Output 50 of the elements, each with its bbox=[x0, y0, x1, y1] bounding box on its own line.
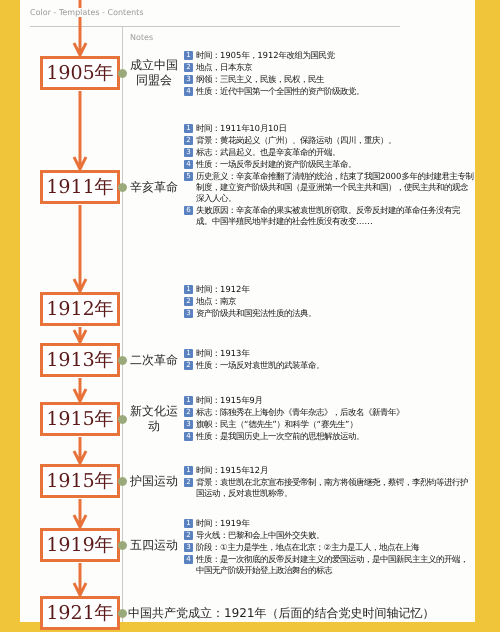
year-box: 1913年 bbox=[40, 343, 120, 377]
arrow bbox=[72, 205, 88, 292]
event-name: 中国共产党成立：1921年（后面的结合党史时间轴记忆） bbox=[128, 606, 436, 620]
note-text: 标志：武昌起义。也是辛亥革命的开端。 bbox=[196, 147, 341, 158]
arrow bbox=[72, 499, 88, 528]
year-box: 1905年 bbox=[40, 56, 120, 90]
year-box: 1921年 bbox=[40, 596, 120, 630]
year-box: 1911年 bbox=[40, 170, 120, 204]
note-text: 地点：南京 bbox=[196, 296, 237, 307]
arrow bbox=[72, 437, 88, 464]
note-text: 时间：1919年 bbox=[196, 518, 251, 529]
event-name: 护国运动 bbox=[129, 474, 179, 488]
note-text: 时间：1912年 bbox=[196, 284, 251, 295]
note-text: 时间：1915年9月 bbox=[196, 395, 264, 406]
column-header: Notes bbox=[128, 33, 156, 42]
arrow bbox=[72, 327, 88, 344]
note-text: 背景：袁世凯在北京宣布接受帝制，南方将领唐继尧，蔡锷，李烈钧等进行护国运动，反对袁世凯称帝。 bbox=[196, 477, 469, 499]
event-name: 五四运动 bbox=[129, 538, 179, 552]
note-text: 历史意义：辛亥革命推翻了清朝的统治，结束了我国2000多年的封建君主专制制度，建立资产阶级共和国（是亚洲第一个民主共和国），使民主共和的观念深入人心。 bbox=[196, 171, 474, 204]
note-text: 标志：陈独秀在上海创办《青年杂志》，后改名《新青年》 bbox=[196, 407, 405, 418]
note-text: 资产阶级共和国宪法性质的法典。 bbox=[196, 308, 317, 319]
note-text: 性质：一场反帝反封建的资产阶级民主革命。 bbox=[196, 159, 357, 170]
note-text: 时间：1915年12月 bbox=[196, 465, 269, 476]
event-name: 成立中国同盟会 bbox=[129, 58, 179, 88]
note-text: 旗帜：民主（“德先生”）和科学（“赛先生”） bbox=[196, 419, 358, 430]
event-name: 辛亥革命 bbox=[129, 180, 179, 194]
event-name: 新文化运动 bbox=[129, 404, 179, 434]
event-name: 二次革命 bbox=[129, 352, 179, 368]
note-text: 导火线：巴黎和会上中国外交失败。 bbox=[196, 530, 325, 541]
note-text: 纲领：三民主义，民族，民权，民生 bbox=[196, 74, 326, 85]
arrow bbox=[72, 563, 88, 596]
header-text: Color - Templates - Contents bbox=[28, 8, 146, 17]
note-text: 阶段：①主力是学生，地点在北京；②主力是工人，地点在上海 bbox=[196, 542, 420, 553]
year-box: 1912年 bbox=[40, 292, 120, 326]
year-box: 1915年 bbox=[40, 402, 120, 436]
note-text: 背景：黄花岗起义（广州）、保路运动（四川，重庆）。 bbox=[196, 135, 397, 146]
arrow bbox=[72, 378, 88, 402]
note-text: 性质：近代中国第一个全国性的资产阶级政党。 bbox=[196, 86, 365, 97]
note-text: 性质：是我国历史上一次空前的思想解放运动。 bbox=[196, 431, 365, 442]
note-text: 性质：是一次彻底的反帝反封建主义的爱国运动，是中国新民主主义的开端，中国无产阶级开始登上政治舞台的标志 bbox=[196, 554, 469, 576]
note-text: 时间：1911年10月10日 bbox=[196, 123, 288, 134]
note-text: 时间：1905年，1912年改组为国民党 bbox=[196, 50, 336, 61]
arrow bbox=[72, 91, 88, 170]
note-text: 失败原因：辛亥革命的果实被袁世凯所窃取。反帝反封建的革命任务没有完成。中国半殖民地半封建的社会性质没有改变…… bbox=[196, 205, 462, 227]
note-text: 地点，日本东京 bbox=[196, 62, 253, 73]
year-box: 1915年 bbox=[40, 464, 120, 498]
arrow bbox=[72, 0, 88, 56]
year-box: 1919年 bbox=[40, 528, 120, 562]
note-text: 性质：一场反对袁世凯的武装革命。 bbox=[196, 360, 325, 371]
note-text: 时间：1913年 bbox=[196, 348, 251, 359]
